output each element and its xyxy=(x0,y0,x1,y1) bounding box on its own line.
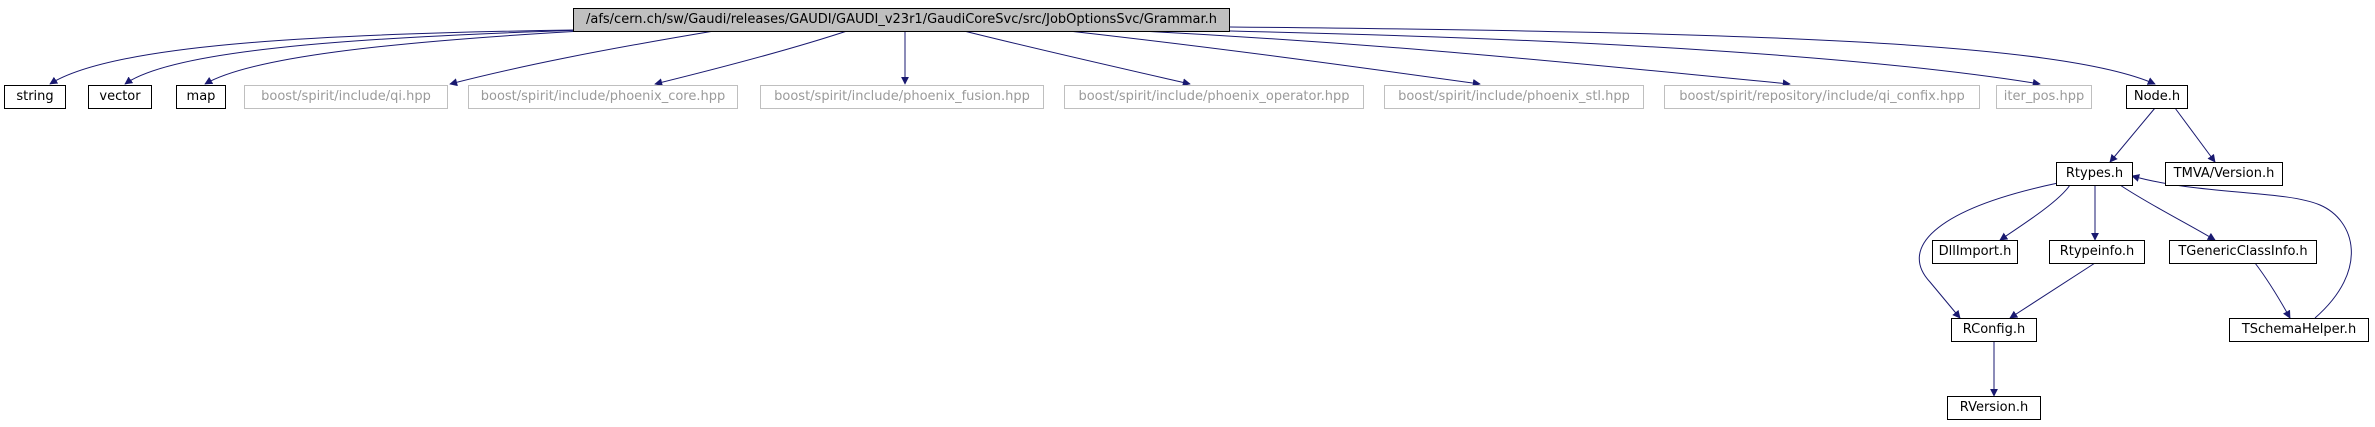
node-qi-hpp[interactable]: boost/spirit/include/qi.hpp xyxy=(244,85,448,109)
edge-grammar-string xyxy=(49,29,576,85)
node-dllimport-h[interactable]: DllImport.h xyxy=(1932,240,2018,264)
node-qi-confix-hpp[interactable]: boost/spirit/repository/include/qi_confi… xyxy=(1664,85,1980,109)
node-tmva-version-h[interactable]: TMVA/Version.h xyxy=(2165,162,2283,186)
edge-node-rtypes xyxy=(2109,107,2156,163)
node-rconfig-h[interactable]: RConfig.h xyxy=(1951,318,2037,342)
edge-rtypes-tgenericclassinfo xyxy=(2119,184,2216,241)
edge-grammar-qi xyxy=(449,29,721,87)
edge-tschemahelper-rtypes xyxy=(2131,174,2352,319)
edge-grammar-qi-confix xyxy=(1119,29,1791,88)
edge-grammar-phoenix-operator xyxy=(959,29,1191,87)
edge-tgenericclassinfo-tschemahelper xyxy=(2254,262,2291,319)
edge-rtypes-dllimport xyxy=(1999,184,2071,241)
node-string[interactable]: string xyxy=(4,85,66,109)
edge-grammar-node xyxy=(1229,26,2156,85)
node-node-h[interactable]: Node.h xyxy=(2126,85,2188,109)
edge-grammar-vector xyxy=(124,29,586,85)
node-tgenericclassinfo-h[interactable]: TGenericClassInfo.h xyxy=(2169,240,2317,264)
node-map[interactable]: map xyxy=(176,85,226,109)
root-node-grammar-h[interactable]: /afs/cern.ch/sw/Gaudi/releases/GAUDI/GAU… xyxy=(573,8,1230,32)
edge-rtypes-rconfig xyxy=(1919,182,2059,319)
edge-grammar-iter-pos xyxy=(1179,29,2041,87)
node-tschemahelper-h[interactable]: TSchemaHelper.h xyxy=(2229,318,2369,342)
node-iter-pos-hpp[interactable]: iter_pos.hpp xyxy=(1996,85,2092,109)
node-phoenix-operator-hpp[interactable]: boost/spirit/include/phoenix_operator.hp… xyxy=(1064,85,1364,109)
edge-grammar-phoenix-core xyxy=(654,29,851,87)
node-rtypes-h[interactable]: Rtypes.h xyxy=(2056,162,2133,186)
node-rtypeinfo-h[interactable]: Rtypeinfo.h xyxy=(2049,240,2145,264)
edge-grammar-map xyxy=(204,29,601,85)
node-phoenix-fusion-hpp[interactable]: boost/spirit/include/phoenix_fusion.hpp xyxy=(760,85,1044,109)
node-rversion-h[interactable]: RVersion.h xyxy=(1947,396,2041,420)
edge-grammar-phoenix-stl xyxy=(1059,29,1481,87)
edge-rtypeinfo-rconfig xyxy=(2009,262,2096,319)
edge-node-tmva-version xyxy=(2174,107,2216,163)
node-phoenix-stl-hpp[interactable]: boost/spirit/include/phoenix_stl.hpp xyxy=(1384,85,1644,109)
node-vector[interactable]: vector xyxy=(88,85,152,109)
node-phoenix-core-hpp[interactable]: boost/spirit/include/phoenix_core.hpp xyxy=(468,85,738,109)
